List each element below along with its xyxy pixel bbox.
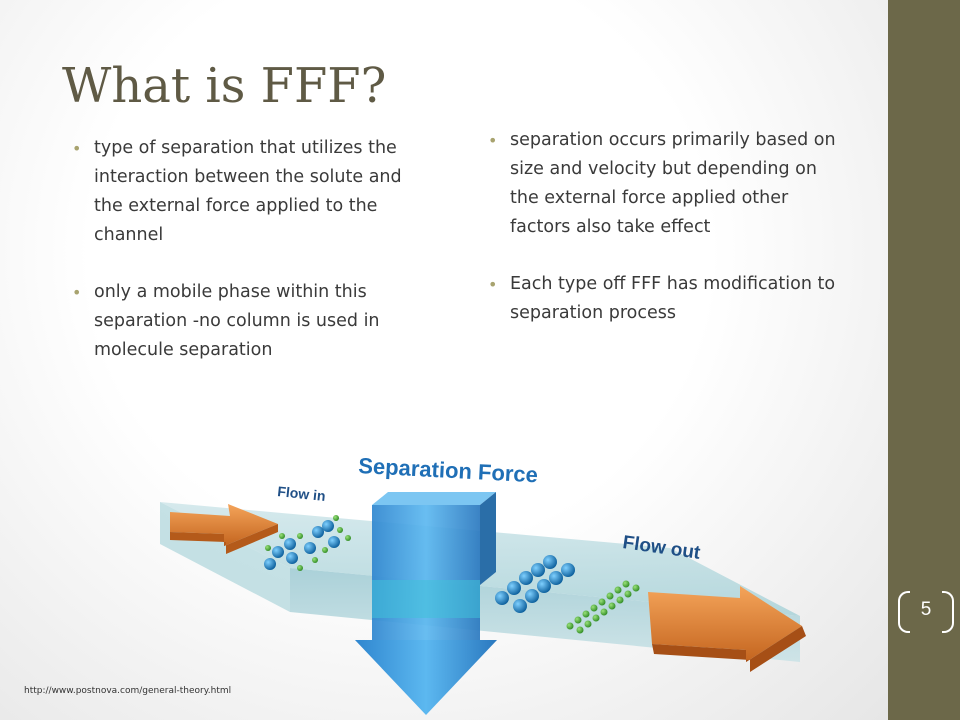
bullet-text: type of separation that utilizes the int… xyxy=(94,138,402,245)
bracket-left-icon xyxy=(898,591,910,633)
flow-in-label: Flow in xyxy=(277,483,327,504)
bullet-item: • separation occurs primarily based on s… xyxy=(488,126,848,242)
separation-force-arrow xyxy=(355,492,497,715)
bullet-item: • type of separation that utilizes the i… xyxy=(72,134,422,250)
page-number: 5 xyxy=(920,599,932,620)
bullet-icon: • xyxy=(488,275,498,294)
page-number-badge: 5 xyxy=(898,591,954,633)
bullet-column-right: • separation occurs primarily based on s… xyxy=(488,126,848,356)
bullet-icon: • xyxy=(72,283,82,302)
flow-out-arrow xyxy=(648,586,806,672)
flow-in-arrow xyxy=(170,504,278,554)
bullet-icon: • xyxy=(488,131,498,150)
bullet-text: separation occurs primarily based on siz… xyxy=(510,130,836,237)
bracket-right-icon xyxy=(942,591,954,633)
particles-mixed xyxy=(264,515,351,571)
bullet-text: Each type off FFF has modification to se… xyxy=(510,274,836,323)
bullet-item: • only a mobile phase within this separa… xyxy=(72,278,422,365)
particles-large xyxy=(495,555,575,613)
bullet-text: only a mobile phase within this separati… xyxy=(94,282,380,360)
bullet-item: • Each type off FFF has modification to … xyxy=(488,270,848,328)
source-credit-link[interactable]: http://www.postnova.com/general-theory.h… xyxy=(24,686,232,696)
bullet-icon: • xyxy=(72,139,82,158)
particles-small xyxy=(566,580,640,634)
separation-force-label: Separation Force xyxy=(358,453,539,487)
fff-diagram: Separation Force Flow in Flow out xyxy=(160,453,806,715)
slide-title: What is FFF? xyxy=(62,58,387,114)
bullet-column-left: • type of separation that utilizes the i… xyxy=(72,134,422,393)
